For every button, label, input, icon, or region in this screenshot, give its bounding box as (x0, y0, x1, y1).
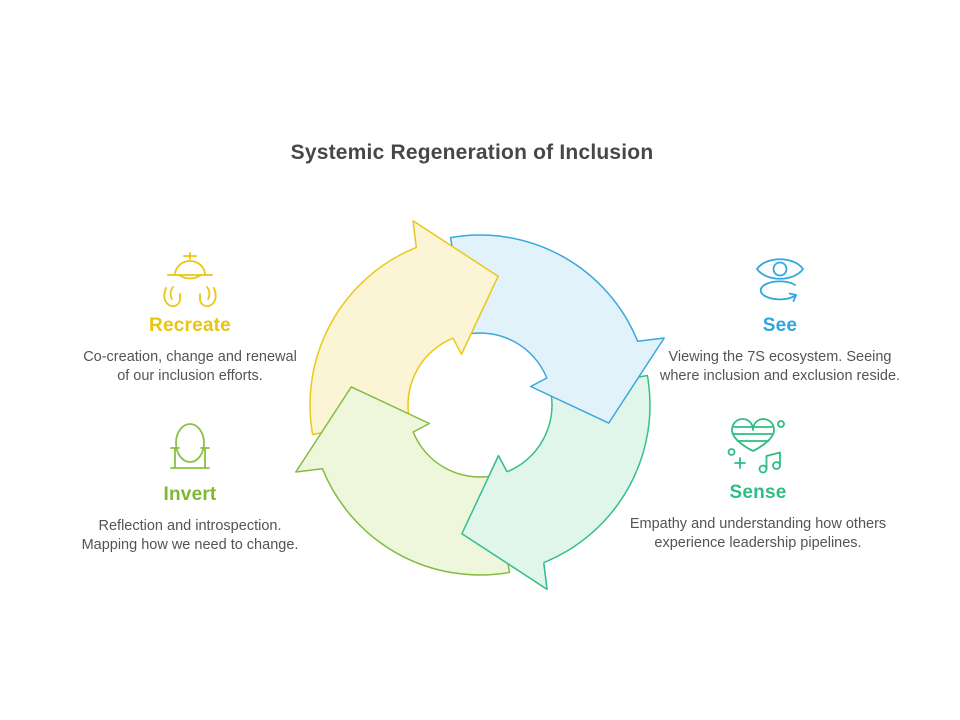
section-invert: Invert Reflection and introspection. Map… (78, 419, 302, 555)
cycle-arrow-see (449, 234, 665, 424)
page-title: Systemic Regeneration of Inclusion (290, 141, 654, 164)
section-description-recreate: Co-creation, change and renewal of our i… (83, 349, 297, 385)
section-recreate: Recreate Co-creation, change and renewal… (76, 250, 304, 386)
mirror-icon (78, 419, 302, 477)
heart-music-senses-icon (622, 417, 894, 475)
section-description-see: Viewing the 7S ecosystem. Seeing where i… (659, 349, 901, 385)
section-description-invert: Reflection and introspection. Mapping ho… (81, 518, 299, 554)
section-label-sense: Sense (729, 482, 787, 503)
cycle-arrow-invert (295, 386, 511, 576)
section-see: See Viewing the 7S ecosystem. Seeing whe… (651, 250, 909, 386)
hands-holding-hardhat-icon (76, 250, 304, 308)
section-description-sense: Empathy and understanding how others exp… (629, 516, 887, 552)
eye-rotation-icon (651, 250, 909, 308)
cycle-arrow-recreate (309, 220, 499, 436)
section-sense: Sense Empathy and understanding how othe… (622, 417, 894, 553)
cycle-arrow-sense-head-outline (461, 454, 548, 590)
cycle-diagram (295, 220, 665, 590)
section-label-recreate: Recreate (149, 315, 231, 336)
section-label-invert: Invert (163, 484, 217, 505)
section-label-see: See (762, 315, 798, 336)
